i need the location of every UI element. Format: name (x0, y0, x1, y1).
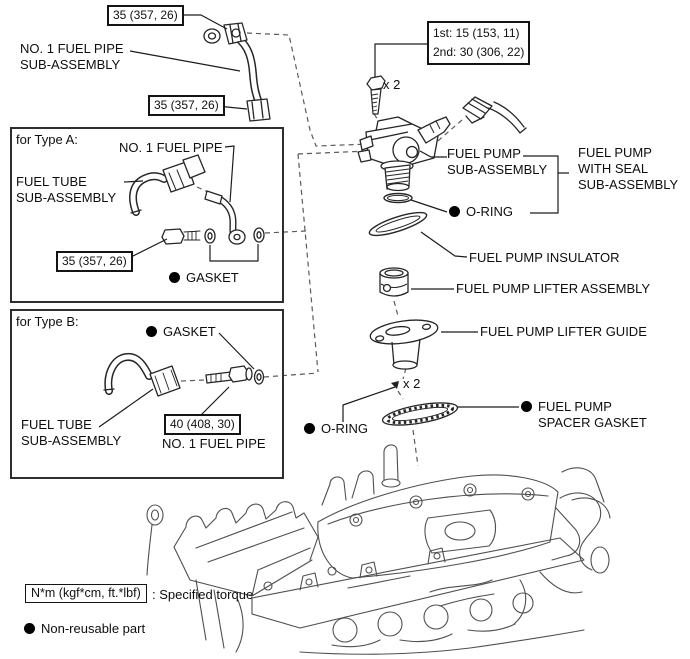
bolt-count-label: x 2 (383, 77, 401, 92)
label-line: GASKET (163, 324, 216, 339)
lifter-drawing (379, 267, 409, 297)
type-a-torque-box: 35 (357, 26) (56, 251, 133, 272)
label-line: FUEL PUMP (447, 146, 521, 161)
non-reusable-dot-icon (169, 272, 180, 283)
connector-wire-drawing (462, 96, 527, 134)
engine-drawing (146, 444, 611, 655)
type-b-fuel-pipe-label: NO. 1 FUEL PIPE (162, 436, 266, 451)
top-fuel-pipe-drawing (203, 22, 271, 122)
type-b-drawing (103, 352, 265, 397)
lifter-label: FUEL PUMP LIFTER ASSEMBLY (456, 281, 651, 296)
type-a-gasket-label: GASKET (169, 270, 239, 286)
spacer-gasket-drawing (381, 402, 459, 426)
o-ring-drawing (383, 192, 413, 204)
o-ring-lower-label: O-RING (304, 421, 368, 437)
type-b-fuel-tube-label: FUEL TUBE SUB-ASSEMBLY (21, 417, 121, 449)
type-b-gasket-label: GASKET (146, 324, 216, 340)
label-line: FUEL TUBE (21, 417, 92, 432)
insulator-label: FUEL PUMP INSULATOR (469, 250, 620, 265)
fuel-pump-drawing (357, 116, 451, 192)
type-b-title: for Type B: (16, 314, 79, 329)
non-reusable-legend: Non-reusable part (24, 621, 145, 637)
type-b-panel (10, 309, 284, 479)
bolt-torque-second: 2nd: 30 (306, 22) (433, 45, 525, 59)
torque-box-lower: 35 (357, 26) (148, 95, 225, 116)
type-a-drawing (129, 154, 265, 245)
type-a-fuel-tube-label: FUEL TUBE SUB-ASSEMBLY (16, 174, 116, 206)
type-a-fuel-pipe-label: NO. 1 FUEL PIPE (119, 140, 223, 155)
label-line: FUEL PUMP (578, 145, 652, 160)
label-line: WITH SEAL (578, 161, 649, 176)
label-line: SUB-ASSEMBLY (21, 433, 122, 448)
label-line: SUB-ASSEMBLY (20, 57, 121, 72)
mounting-bolt-drawing (366, 75, 386, 115)
bolt-torque-first: 1st: 15 (153, 11) (433, 26, 520, 40)
non-reusable-dot-icon (146, 326, 157, 337)
label-line: O-RING (321, 421, 368, 436)
lifter-guide-drawing (369, 319, 439, 370)
leader-lines (98, 14, 569, 428)
lower-bolt-count-label: x 2 (403, 376, 421, 391)
specified-torque-label: : Specified torque (152, 587, 254, 602)
non-reusable-dot-icon (304, 423, 315, 434)
o-ring-upper-label: O-RING (449, 204, 513, 220)
bolt-torque-box: 1st: 15 (153, 11) 2nd: 30 (306, 22) (427, 21, 531, 65)
label-line: FUEL TUBE (16, 174, 87, 189)
insulator-drawing (368, 211, 428, 237)
non-reusable-dot-icon (521, 401, 532, 412)
lifter-guide-label: FUEL PUMP LIFTER GUIDE (480, 324, 647, 339)
torque-box-upper: 35 (357, 26) (107, 5, 184, 26)
label-line: SUB-ASSEMBLY (16, 190, 117, 205)
non-reusable-dot-icon (24, 623, 35, 634)
label-line: GASKET (186, 270, 239, 285)
torque-units-box: N*m (kgf*cm, ft.*lbf) (25, 584, 147, 603)
fuel-pump-with-seal-label: FUEL PUMP WITH SEAL SUB-ASSEMBLY (578, 145, 678, 193)
no1-fuel-pipe-subassembly-label: NO. 1 FUEL PIPE SUB-ASSEMBLY (20, 41, 124, 73)
label-line: NO. 1 FUEL PIPE (20, 41, 124, 56)
fuel-pump-subassembly-label: FUEL PUMP SUB-ASSEMBLY (447, 146, 547, 178)
label-line: SPACER GASKET (538, 415, 647, 430)
non-reusable-dot-icon (449, 206, 460, 217)
spacer-gasket-label: FUEL PUMP SPACER GASKET (521, 399, 647, 431)
label-line: O-RING (466, 204, 513, 219)
bolt-point-mark (391, 381, 399, 389)
type-a-panel (10, 127, 284, 303)
label-line: FUEL PUMP (538, 399, 612, 414)
spacer-gasket-text: FUEL PUMP SPACER GASKET (538, 399, 647, 431)
label-line: Non-reusable part (41, 621, 146, 636)
label-line: SUB-ASSEMBLY (578, 177, 679, 192)
label-line: SUB-ASSEMBLY (447, 162, 548, 177)
type-b-torque-box: 40 (408, 30) (164, 414, 241, 435)
type-a-title: for Type A: (16, 132, 78, 147)
